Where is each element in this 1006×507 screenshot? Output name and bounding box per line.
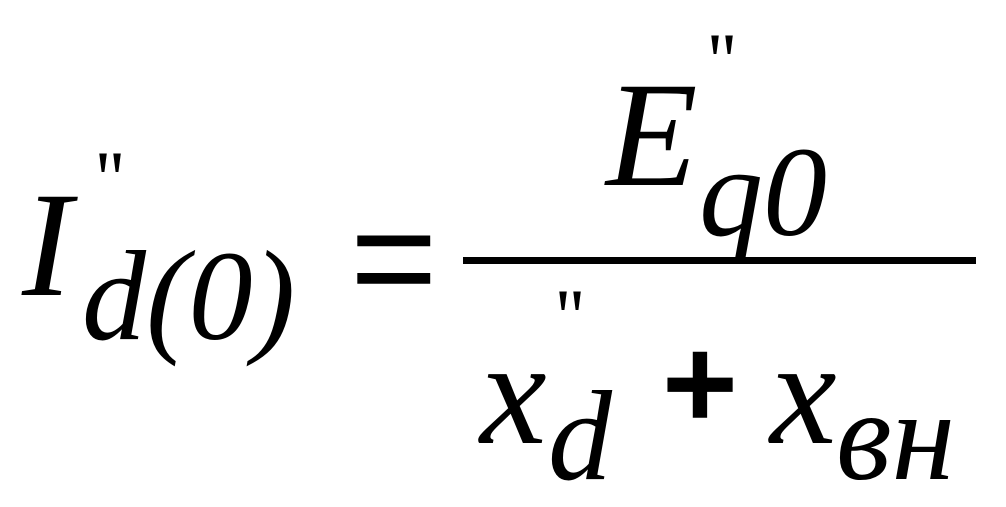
denominator-term1-symbol: x: [480, 310, 547, 476]
denominator-term2-subscript: вн: [836, 365, 956, 507]
lhs-symbol: I: [22, 162, 72, 328]
numerator-symbol: E: [606, 52, 698, 218]
equals-sign: =: [350, 173, 438, 341]
lhs-subscript: d(0): [82, 225, 296, 367]
denominator-term2-symbol: x: [770, 310, 837, 476]
fraction-bar: [463, 257, 976, 264]
denominator-term1-prime: '': [556, 273, 585, 360]
numerator-subscript: q0: [699, 121, 827, 263]
plus-sign: +: [662, 310, 738, 456]
denominator-term1-subscript: d: [548, 365, 612, 507]
numerator-prime: '': [708, 17, 737, 104]
lhs-prime: '': [96, 135, 125, 222]
